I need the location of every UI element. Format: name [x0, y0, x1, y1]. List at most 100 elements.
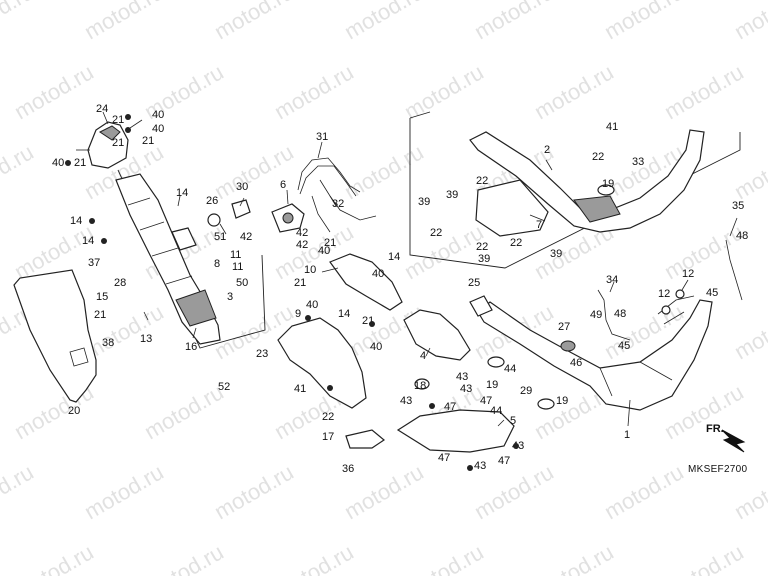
gasket-18	[414, 378, 430, 390]
callout-42: 42	[296, 239, 308, 251]
callout-47: 47	[498, 455, 510, 467]
callout-11: 11	[230, 249, 241, 261]
callout-22: 22	[476, 175, 488, 187]
gasket-27	[560, 340, 576, 352]
callout-14: 14	[338, 308, 350, 320]
bolt-mark	[467, 465, 473, 471]
callout-21: 21	[142, 135, 154, 147]
bracket-30	[231, 199, 251, 219]
washer-26	[207, 213, 221, 227]
callout-39: 39	[550, 248, 562, 260]
callout-14: 14	[388, 251, 400, 263]
muffler-window	[171, 227, 197, 251]
bolt-mark	[513, 443, 519, 449]
watermark-text: motod.ru	[730, 139, 768, 204]
callout-9: 9	[295, 308, 301, 320]
callout-43: 43	[400, 395, 412, 407]
lower-heat-shield	[277, 317, 367, 409]
watermark-text: motod.ru	[470, 0, 558, 44]
callout-39: 39	[446, 189, 458, 201]
callout-22: 22	[476, 241, 488, 253]
callout-47: 47	[444, 401, 456, 413]
center-pipe-shield	[403, 309, 471, 361]
callout-47: 47	[438, 452, 450, 464]
leader-lines	[76, 111, 738, 427]
callout-34: 34	[606, 274, 618, 286]
watermark-text: motod.ru	[660, 59, 748, 124]
direction-label: FR.	[706, 423, 724, 435]
callout-44: 44	[504, 363, 516, 375]
callout-40: 40	[318, 245, 330, 257]
callout-21: 21	[74, 157, 86, 169]
watermark-text: motod.ru	[210, 0, 298, 44]
cable-32-b	[311, 195, 331, 233]
watermark-text: motod.ru	[210, 139, 298, 204]
callout-52: 52	[218, 381, 230, 393]
callout-6: 6	[280, 179, 286, 191]
callout-26: 26	[206, 195, 218, 207]
mounting-bracket	[329, 253, 403, 311]
callout-42: 42	[296, 227, 308, 239]
callout-40: 40	[370, 341, 382, 353]
watermark-text: motod.ru	[210, 459, 298, 524]
callout-14: 14	[70, 215, 82, 227]
watermark-text: motod.ru	[270, 539, 358, 576]
watermark-text: motod.ru	[400, 539, 488, 576]
callout-8: 8	[214, 258, 220, 270]
callout-41: 41	[294, 383, 306, 395]
callout-51: 51	[214, 231, 226, 243]
watermark-text: motod.ru	[0, 459, 38, 524]
watermark-text: motod.ru	[0, 0, 38, 44]
callout-22: 22	[510, 237, 522, 249]
watermark-text: motod.ru	[140, 539, 228, 576]
callout-14: 14	[82, 235, 94, 247]
callout-19: 19	[556, 395, 568, 407]
heat-shield-bracket	[69, 347, 89, 367]
callout-45: 45	[706, 287, 718, 299]
callout-12: 12	[658, 288, 670, 300]
cable-31	[297, 157, 361, 193]
heat-shield-panel	[13, 269, 97, 403]
watermark-text: motod.ru	[340, 0, 428, 44]
watermark-text: motod.ru	[140, 379, 228, 444]
callout-16: 16	[185, 341, 197, 353]
gasket-19	[487, 356, 505, 368]
muffler-body-lines	[127, 197, 193, 285]
callout-5: 5	[510, 415, 516, 427]
watermark-text: motod.ru	[80, 0, 168, 44]
watermark-text: motod.ru	[400, 219, 488, 284]
callout-24: 24	[96, 103, 108, 115]
gasket-19-b	[537, 398, 555, 410]
diagram-code: MKSEF2700	[688, 464, 748, 475]
callout-40: 40	[152, 109, 164, 121]
watermark-text: motod.ru	[730, 299, 768, 364]
callout-21: 21	[112, 137, 124, 149]
watermark-text: motod.ru	[600, 459, 688, 524]
callout-15: 15	[96, 291, 108, 303]
callout-49: 49	[590, 309, 602, 321]
cable-31-b	[299, 165, 357, 197]
bolt-mark	[327, 385, 333, 391]
callout-39: 39	[418, 196, 430, 208]
callout-46: 46	[570, 357, 582, 369]
cable-32	[319, 179, 377, 221]
callout-31: 31	[316, 131, 328, 143]
watermark-text: motod.ru	[600, 0, 688, 44]
bolt-mark	[89, 218, 95, 224]
bolt-mark	[369, 321, 375, 327]
callout-2: 2	[544, 144, 550, 156]
callout-39: 39	[478, 253, 490, 265]
watermark-text: motod.ru	[660, 539, 748, 576]
callout-1: 1	[624, 429, 630, 441]
callout-21: 21	[94, 309, 106, 321]
callout-25: 25	[468, 277, 480, 289]
sensor-34-wire	[597, 289, 631, 341]
watermark-text: motod.ru	[400, 59, 488, 124]
watermark-text: motod.ru	[10, 59, 98, 124]
bolt-mark	[429, 403, 435, 409]
catalyst-lines	[599, 361, 673, 397]
callout-43: 43	[460, 383, 472, 395]
